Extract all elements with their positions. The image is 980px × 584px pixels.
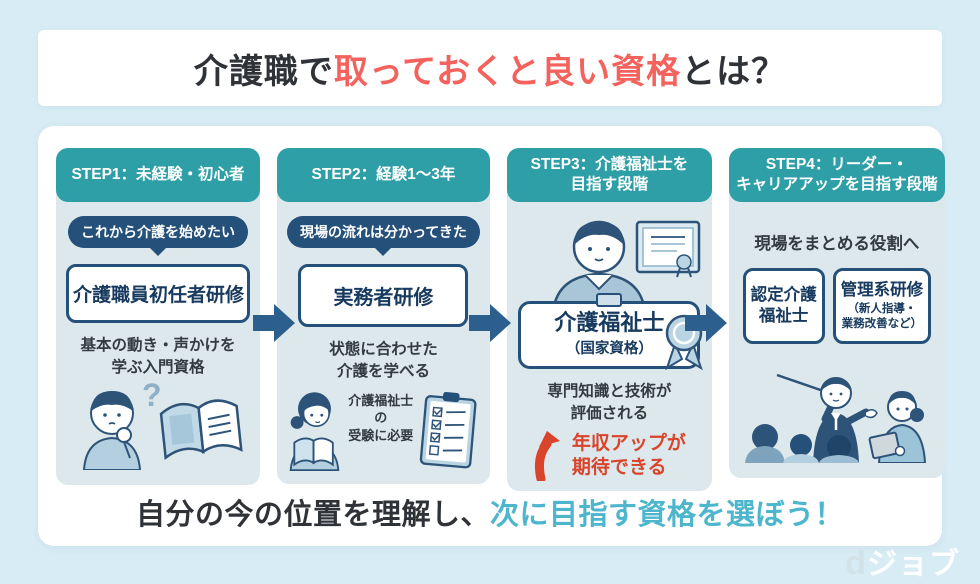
care-worker-certificate-illustration: [517, 214, 702, 317]
thinking-person-and-book-illustration: ?: [72, 377, 244, 475]
title-card: 介護職で取っておくと良い資格とは？: [38, 30, 942, 106]
step3-body: 介護福祉士 （国家資格） 専門知識と技術が 評価される: [506, 190, 712, 491]
step3-column: STEP3：介護福祉士を 目指す段階: [506, 148, 712, 491]
step4-qualification-2-sub: （新人指導・ 業務改善など）: [841, 302, 923, 330]
d-logo-text: ジョブ: [867, 548, 960, 581]
audience-icon: [744, 424, 859, 463]
step1-body: これから介護を始めたい 介護職員初任者研修 基本の動き・声かけを 学ぶ入門資格 …: [56, 190, 260, 486]
leader-training-illustration: [739, 367, 935, 468]
flow-arrow-right-icon: [252, 304, 295, 342]
thinking-person-icon: ?: [82, 377, 243, 472]
step1-qualification-box: 介護職員初任者研修: [66, 264, 250, 323]
step1-speech-bubble: これから介護を始めたい: [68, 216, 248, 248]
step2-caption: 状態に合わせた 介護を学べる: [329, 341, 438, 380]
title-post: とは？: [681, 52, 787, 91]
step2-note: 介護福祉士の 受験に必要: [348, 392, 414, 443]
step4-qualification-1: 認定介護 福祉士: [750, 286, 817, 325]
slogan-highlight: 次に目指す資格を選ぼう！: [490, 499, 845, 531]
step2-speech-bubble: 現場の流れは分かってきた: [287, 216, 480, 248]
step1-column: STEP1：未経験・初心者 これから介護を始めたい 介護職員初任者研修 基本の動…: [56, 148, 260, 486]
svg-text:?: ?: [142, 378, 162, 413]
step2-illustration-row: 介護福祉士の 受験に必要: [287, 382, 480, 474]
reading-woman-icon: [289, 392, 340, 472]
step4-qualification-box-1: 認定介護 福祉士: [742, 268, 825, 344]
title-pre: 介護職で: [193, 52, 334, 91]
checklist-clipboard-icon: [420, 392, 477, 469]
d-logo-mark: d: [845, 544, 867, 582]
up-arrow-icon: [534, 430, 560, 481]
step3-header: STEP3：介護福祉士を 目指す段階: [506, 148, 712, 202]
small-open-book-icon: [293, 437, 334, 467]
care-worker-icon: [551, 220, 701, 314]
step3-qualification-box: 介護福祉士 （国家資格）: [518, 293, 704, 371]
page-title: 介護職で取っておくと良い資格とは？: [194, 44, 786, 93]
leader-presentation-icon: [744, 373, 926, 464]
step3-qualification: 介護福祉士: [554, 310, 665, 335]
name-tag-icon: [596, 293, 623, 307]
title-highlight: 取っておくと良い資格: [333, 52, 682, 91]
slogan-pre: 自分の今の位置を理解し、: [135, 499, 490, 531]
step4-column: STEP4：リーダー・ キャリアアップを目指す段階 現場をまとめる役割へ 認定介…: [728, 148, 945, 478]
main-panel: STEP1：未経験・初心者 これから介護を始めたい 介護職員初任者研修 基本の動…: [38, 126, 945, 546]
d-job-logo: dジョブ: [845, 539, 960, 583]
step4-qualification-boxes: 認定介護 福祉士 管理系研修 （新人指導・ 業務改善など）: [742, 268, 932, 344]
open-book-icon: [159, 399, 243, 461]
flow-arrow-right-icon: [685, 304, 728, 342]
step4-qualification-2: 管理系研修: [840, 281, 924, 299]
step2-qualification-box: 実務者研修: [298, 264, 469, 327]
step4-header: STEP4：リーダー・ キャリアアップを目指す段階: [728, 148, 945, 202]
steps-row: STEP1：未経験・初心者 これから介護を始めたい 介護職員初任者研修 基本の動…: [56, 148, 945, 491]
step1-header: STEP1：未経験・初心者: [56, 148, 260, 202]
step2-body: 現場の流れは分かってきた 実務者研修 状態に合わせた 介護を学べる: [277, 190, 490, 485]
income-up-callout: 年収アップが 期待できる: [533, 430, 686, 481]
flow-arrow-right-icon: [469, 304, 511, 342]
step2-header: STEP2：経験1～3年: [277, 148, 490, 202]
income-up-text: 年収アップが 期待できる: [571, 432, 686, 478]
certificate-icon: [635, 220, 701, 278]
footer-slogan: 自分の今の位置を理解し、次に目指す資格を選ぼう！: [38, 491, 942, 533]
step3-qualification-sub: （国家資格）: [565, 341, 653, 358]
step4-lead: 現場をまとめる役割へ: [754, 235, 920, 253]
step4-body: 現場をまとめる役割へ 認定介護 福祉士 管理系研修 （新人指導・ 業務改善など）: [728, 190, 945, 478]
step2-column: STEP2：経験1～3年 現場の流れは分かってきた 実務者研修 状態に合わせた …: [277, 148, 490, 485]
step3-caption: 専門知識と技術が 評価される: [547, 383, 672, 422]
woman-with-tablet-icon: [868, 391, 926, 464]
step1-caption: 基本の動き・声かけを 学ぶ入門資格: [80, 337, 236, 376]
step4-qualification-box-2: 管理系研修 （新人指導・ 業務改善など）: [832, 268, 932, 344]
